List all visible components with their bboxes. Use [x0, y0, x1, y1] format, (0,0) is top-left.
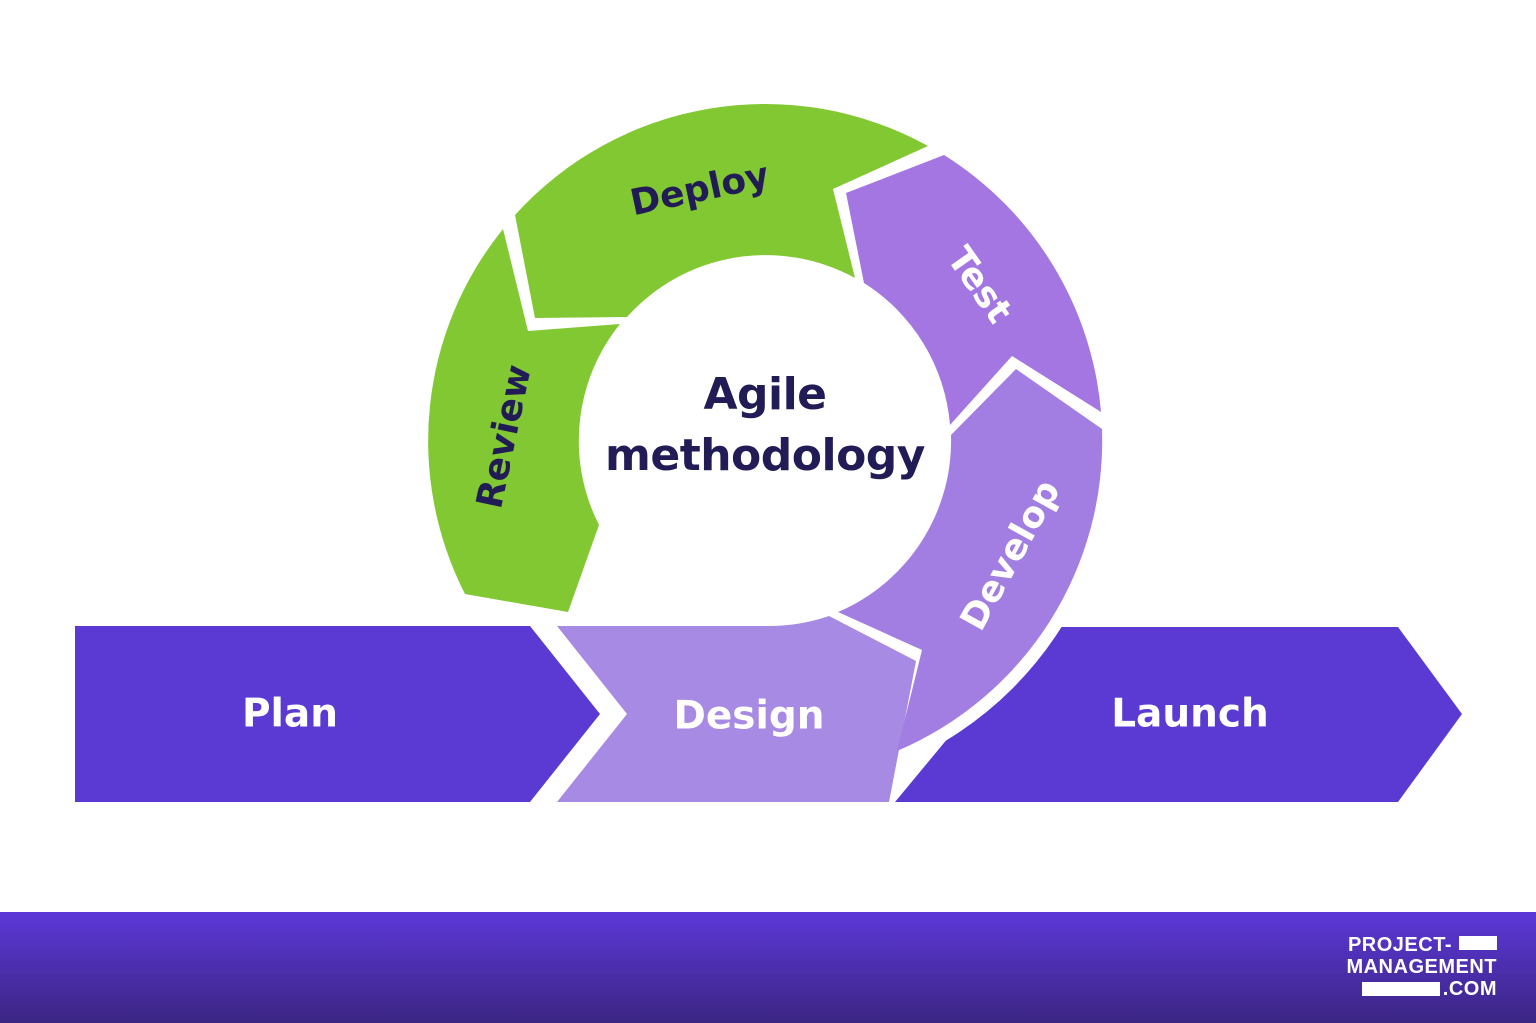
test-segment-shape [846, 155, 1101, 425]
review-segment-shape [428, 229, 620, 612]
design-segment-shape [557, 616, 916, 802]
center-title-line1: Agile [703, 369, 826, 420]
brand-logo-line3: .COM [1443, 978, 1497, 1000]
brand-logo: PROJECT- MANAGEMENT .COM [1346, 934, 1497, 1000]
deploy-segment-shape [515, 103, 928, 318]
brand-logo-bar-bottom [1362, 982, 1440, 996]
brand-logo-line2: MANAGEMENT [1346, 956, 1497, 978]
brand-logo-bar-top [1459, 936, 1497, 950]
develop-segment-shape [838, 369, 1103, 751]
brand-logo-line1: PROJECT- [1348, 934, 1452, 956]
plan-arrow-shape [75, 626, 600, 802]
launch-label: Launch [1111, 692, 1269, 737]
launch-arrow-shape [895, 627, 1462, 802]
footer-bar [0, 912, 1536, 1023]
center-title-line2: methodology [605, 430, 925, 481]
plan-label: Plan [242, 692, 338, 737]
design-label: Design [673, 694, 824, 739]
